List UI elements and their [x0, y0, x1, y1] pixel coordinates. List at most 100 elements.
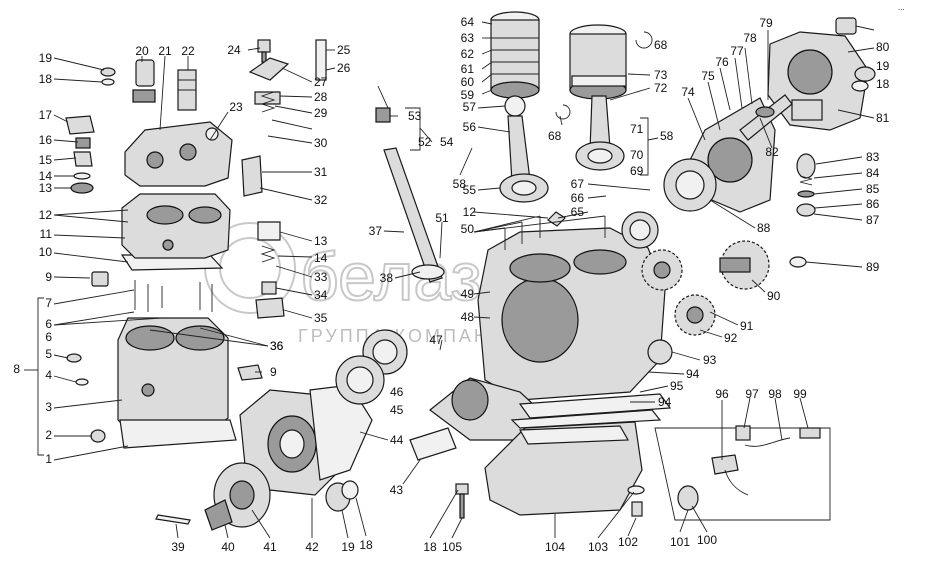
callout-36-repeat: 36 — [270, 339, 284, 353]
callout-10: 10 — [39, 245, 53, 259]
callout-4: 4 — [45, 368, 52, 382]
right-small-parts — [789, 17, 876, 268]
callout-63: 63 — [461, 31, 475, 45]
callout-19: 19 — [39, 51, 53, 65]
callout-69: 69 — [630, 164, 644, 178]
callout-80: 80 — [876, 40, 890, 54]
callout-18-repeat-a: 18 — [876, 77, 890, 91]
callout-16: 16 — [39, 133, 53, 147]
callout-72: 72 — [654, 81, 668, 95]
washers-bottom-left — [325, 480, 359, 512]
watermark-brand: белаз — [300, 239, 482, 315]
callout-9: 9 — [45, 270, 52, 284]
callout-50: 50 — [461, 222, 475, 236]
callout-90: 90 — [767, 289, 781, 303]
callout-18-repeat-c: 18 — [423, 540, 437, 554]
callout-101: 101 — [670, 535, 690, 549]
callout-84: 84 — [866, 166, 880, 180]
callout-17: 17 — [39, 108, 53, 122]
callout-41: 41 — [263, 540, 277, 554]
callout-11: 11 — [40, 227, 53, 241]
drive-shaft-37 — [375, 85, 445, 283]
callout-100: 100 — [697, 533, 717, 547]
callout-67: 67 — [571, 177, 585, 191]
callout-71: 71 — [630, 122, 644, 136]
oil-lines-assembly — [654, 425, 831, 521]
callout-numbers: 1 2 3 4 5 6 7 8 9 10 11 12 13 14 15 16 1… — [13, 15, 889, 554]
callout-59: 59 — [461, 88, 475, 102]
callout-19-repeat-b: 19 — [341, 540, 355, 554]
callout-87: 87 — [866, 213, 880, 227]
callout-21: 21 — [158, 44, 172, 58]
callout-3: 3 — [45, 400, 52, 414]
callout-103: 103 — [588, 540, 608, 554]
callout-28: 28 — [314, 90, 328, 104]
crankcase — [477, 227, 666, 401]
callout-18-repeat-b: 18 — [359, 538, 373, 552]
callout-92: 92 — [724, 331, 738, 345]
callout-1: 1 — [45, 452, 52, 466]
callout-35: 35 — [314, 311, 328, 325]
callout-repeats: 6 9 12 13 14 18 18 18 19 19 36 58 68 94 — [45, 59, 889, 554]
corner-mark: ... — [898, 3, 905, 12]
leader-lines — [24, 21, 875, 539]
watermark: белаз ГРУППА КОМПАНИЙ — [204, 222, 522, 346]
callout-99: 99 — [793, 387, 807, 401]
connecting-rod-left — [499, 95, 549, 203]
callout-15: 15 — [39, 153, 53, 167]
block-studs — [134, 280, 213, 312]
callout-53: 53 — [408, 109, 422, 123]
watermark-subtitle: ГРУППА КОМПАНИЙ — [298, 325, 522, 346]
callout-22: 22 — [181, 44, 195, 58]
small-pin-65 — [547, 211, 566, 227]
callout-94: 94 — [686, 367, 700, 381]
callout-7: 7 — [45, 296, 52, 310]
circlips — [555, 31, 653, 120]
callout-78: 78 — [743, 31, 757, 45]
callout-91: 91 — [740, 319, 754, 333]
callout-32: 32 — [314, 193, 328, 207]
callout-81: 81 — [876, 111, 890, 125]
callout-40: 40 — [221, 540, 235, 554]
callout-58: 58 — [453, 177, 467, 191]
callout-12: 12 — [39, 208, 53, 222]
callout-45: 45 — [390, 403, 404, 417]
callout-2: 2 — [45, 428, 52, 442]
callout-82: 82 — [765, 145, 779, 159]
valve-stack — [739, 94, 793, 141]
piston-right — [569, 24, 627, 100]
piston-rings-stack — [490, 11, 540, 99]
crankcase-studs — [504, 216, 606, 250]
callout-86: 86 — [866, 197, 880, 211]
callout-12-repeat: 12 — [463, 205, 477, 219]
callout-39: 39 — [171, 540, 185, 554]
callout-13-repeat: 13 — [314, 234, 328, 248]
callout-37: 37 — [369, 224, 383, 238]
callout-33: 33 — [314, 270, 328, 284]
callout-51: 51 — [435, 211, 449, 225]
callout-19-repeat-a: 19 — [876, 59, 890, 73]
callout-9-repeat: 9 — [270, 365, 277, 379]
callout-83: 83 — [866, 150, 880, 164]
callout-62: 62 — [461, 47, 475, 61]
callout-20: 20 — [135, 44, 149, 58]
callout-74: 74 — [681, 85, 695, 99]
callout-14: 14 — [39, 169, 53, 183]
callout-6: 6 — [45, 317, 52, 331]
drain-parts — [455, 483, 645, 519]
callout-24: 24 — [227, 43, 241, 57]
callout-60: 60 — [461, 75, 475, 89]
callout-13: 13 — [39, 181, 53, 195]
callout-26: 26 — [337, 61, 351, 75]
callout-104: 104 — [545, 540, 565, 554]
callout-65: 65 — [571, 205, 585, 219]
callout-95: 95 — [670, 379, 684, 393]
callout-76: 76 — [715, 55, 729, 69]
callout-85: 85 — [866, 182, 880, 196]
callout-73: 73 — [654, 68, 668, 82]
callout-97: 97 — [745, 387, 759, 401]
callout-18: 18 — [39, 72, 53, 86]
callout-38: 38 — [380, 271, 394, 285]
callout-8: 8 — [13, 362, 20, 376]
